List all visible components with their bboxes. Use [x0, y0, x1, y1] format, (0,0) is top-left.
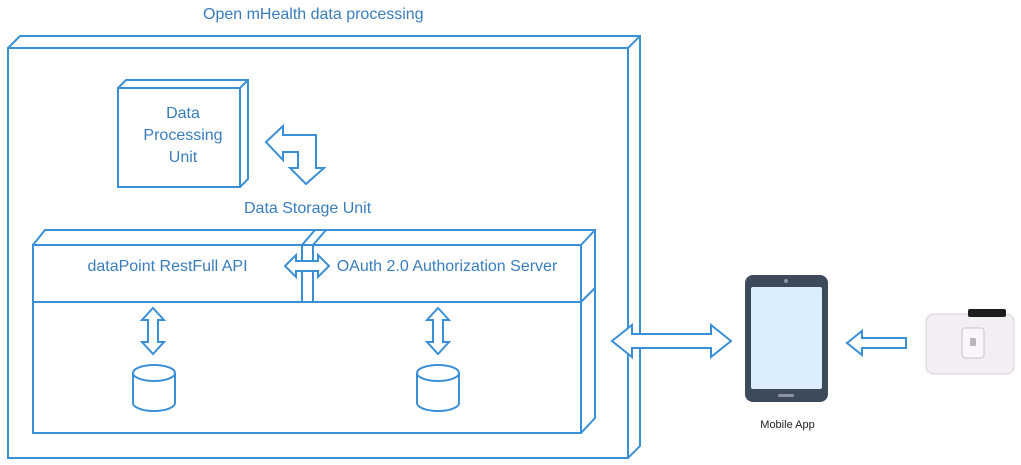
- wearable-device-icon: [925, 309, 1015, 375]
- auth-database-icon: [416, 364, 460, 412]
- api-db-double-arrow: [139, 306, 167, 356]
- processing-unit-label: Data Processing Unit: [143, 105, 223, 166]
- storage-unit-title: Data Storage Unit: [244, 200, 372, 217]
- api-auth-double-arrow: [283, 252, 331, 280]
- process-storage-elbow-arrow: [264, 123, 327, 186]
- mobile-app-label: Mobile App: [760, 419, 815, 431]
- api-label: dataPoint RestFull API: [87, 258, 248, 275]
- auth-db-double-arrow: [424, 306, 452, 356]
- device-phone-arrow: [845, 328, 907, 358]
- outer-container-title: Open mHealth data processing: [203, 6, 424, 23]
- auth-server-label: OAuth 2.0 Authorization Server: [336, 258, 558, 275]
- container-phone-double-arrow: [610, 322, 733, 360]
- processing-unit-box: [117, 79, 249, 188]
- storage-unit-box: [32, 229, 596, 434]
- phone-icon: [745, 275, 828, 402]
- api-database-icon: [132, 364, 176, 412]
